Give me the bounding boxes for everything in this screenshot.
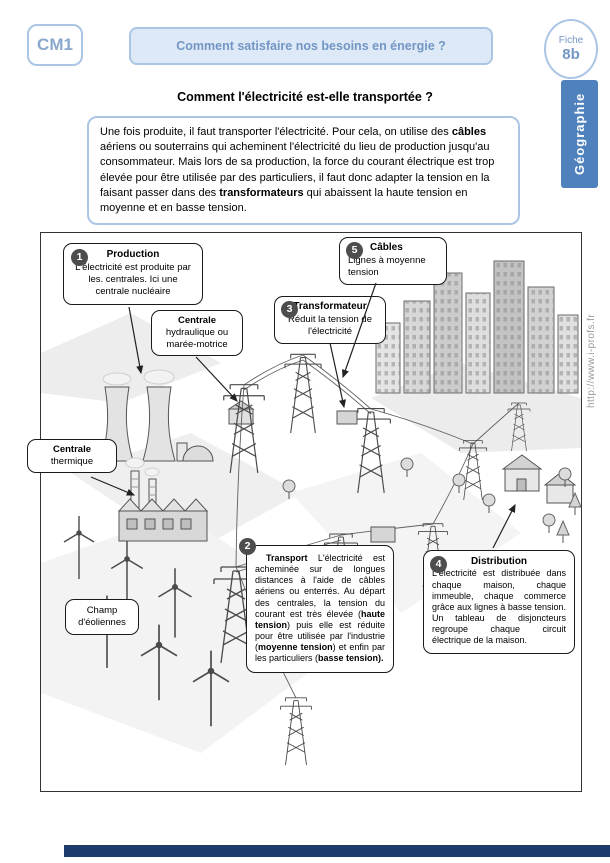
callout-distribution-title: Distribution (470, 556, 528, 567)
label-champ-eoliennes: Champ d'éoliennes (65, 599, 139, 636)
step-badge-distribution: 4 (430, 556, 447, 573)
intro-bold-cables: câbles (451, 126, 487, 138)
callout-distribution: 4 Distribution L'électricité est distrib… (423, 550, 575, 655)
transport-text-segment: L'électricité est acheminée sur de longu… (255, 553, 385, 619)
grade-level-label: CM1 (37, 35, 73, 54)
fiche-number-badge: Fiche 8b (544, 19, 598, 79)
label-eoliennes-line1: Champ (86, 605, 118, 616)
diagram-panel: 1 Production L'électricité est produite … (27, 232, 582, 792)
label-centrale-thermique: Centrale thermique (27, 439, 117, 474)
intro-text-segment: qui abaissent la haute tension en moyenn… (100, 186, 468, 214)
transport-bold-basse-tension: basse tension). (318, 653, 384, 664)
transport-text-segment: ) puis elle est réduite pour être utilis… (255, 619, 385, 653)
fiche-number: 8b (562, 46, 580, 63)
transformer-boxes (336, 410, 396, 543)
step-badge-transport: 2 (239, 538, 256, 555)
intro-text-segment: aériens ou souterrains qui acheminent l'… (100, 141, 495, 199)
label-thermique-body: thermique (50, 456, 94, 468)
callout-transformateur-title: Transformateur (293, 301, 367, 312)
callout-production: 1 Production L'électricité est produite … (63, 243, 203, 305)
unit-title-text: Comment satisfaire nos besoins en énergi… (176, 39, 446, 53)
intro-bold-transformateurs: transformateurs (219, 186, 304, 199)
callout-production-title: Production (106, 249, 160, 260)
city-buildings (375, 260, 579, 394)
intro-text-segment: Une fois produite, il faut transporter l… (100, 126, 452, 138)
houses (501, 454, 577, 504)
callout-transport: 2 Transport L'électricité est acheminée … (239, 538, 394, 673)
label-hydraulique-body: hydraulique ou marée-motrice (165, 327, 229, 351)
unit-title-banner: Comment satisfaire nos besoins en énergi… (129, 27, 493, 65)
step-badge-transformateur: 3 (281, 301, 298, 318)
callout-transport-body: Transport L'électricité est acheminée su… (255, 553, 385, 665)
callout-distribution-body: L'électricité est distribuée dans chaque… (432, 568, 566, 646)
callout-transformateur-body: Réduit la tension de l'électricité (288, 313, 372, 337)
nuclear-plant (100, 369, 214, 462)
footer-bar (64, 845, 610, 857)
subject-label: Géographie (572, 92, 587, 176)
grade-level-badge: CM1 (27, 24, 83, 66)
callout-production-body: L'électricité est produite par les. cent… (75, 261, 191, 297)
callout-transport-title: Transport (266, 553, 308, 563)
callout-cables-title: Câbles (370, 242, 403, 253)
label-eoliennes-line2: d'éoliennes (78, 617, 126, 629)
callout-transformateur: 3 Transformateur Réduit la tension de l'… (274, 296, 386, 344)
website-url: http://www.i-profs.fr (586, 314, 597, 408)
label-thermique-title: Centrale (52, 444, 91, 455)
transport-text-segment: ) et enfin par les particuliers ( (255, 642, 386, 664)
transport-bold-moyenne-tension: moyenne tension (258, 642, 333, 653)
intro-paragraph: Une fois produite, il faut transporter l… (87, 116, 520, 226)
label-centrale-hydraulique: Centrale hydraulique ou marée-motrice (151, 310, 243, 357)
callout-cables-body: Lignes à moyenne tension (348, 254, 426, 278)
callout-cables: 5 Câbles Lignes à moyenne tension (339, 237, 447, 285)
fiche-label: Fiche (558, 35, 584, 46)
transport-bold-haute-tension: haute tension (255, 608, 385, 630)
page-title: Comment l'électricité est-elle transport… (177, 90, 433, 104)
step-badge-cables: 5 (346, 242, 363, 259)
label-hydraulique-title: Centrale (177, 315, 216, 326)
step-badge-production: 1 (71, 249, 88, 266)
